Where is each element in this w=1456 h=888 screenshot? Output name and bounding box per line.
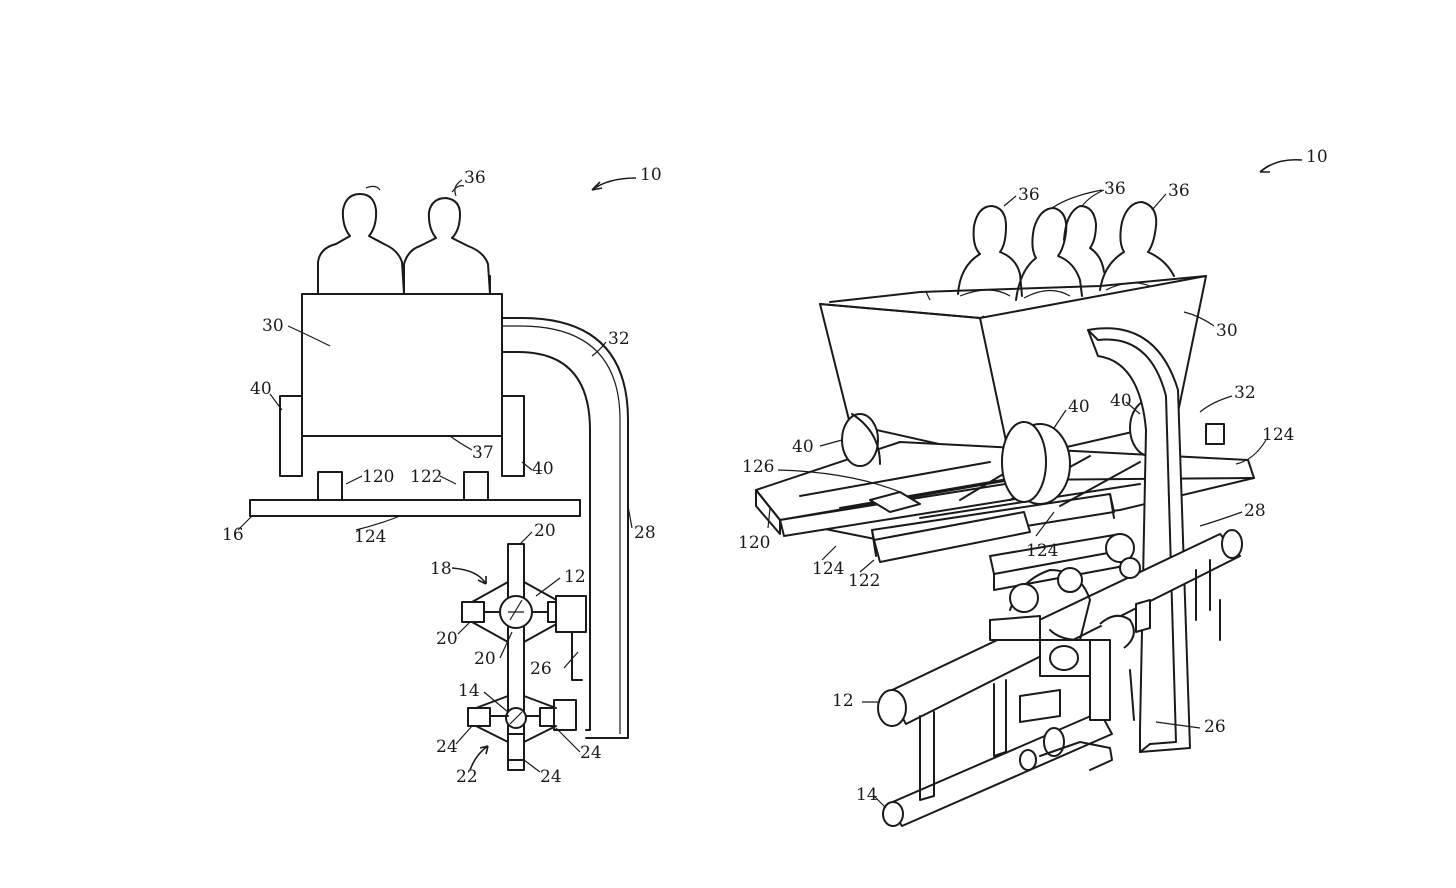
label-16-left: 16 [222,525,244,545]
label-18-left: 18 [430,559,452,579]
boom-arm-inner [501,351,591,731]
label-26-left: 26 [530,659,552,679]
label-122-right: 122 [848,571,880,591]
label-36-right-c: 36 [1168,181,1190,201]
label-37-left: 37 [472,443,494,463]
boom-arm-outer [501,317,629,739]
wheel-left [279,395,303,477]
wheel-right [501,395,525,477]
label-10-left: 10 [640,165,662,185]
label-24-left-a: 24 [436,737,458,757]
label-36-right-a: 36 [1018,185,1040,205]
label-36-right-b: 36 [1104,179,1126,199]
label-126-right: 126 [742,457,774,477]
perspective-view-figure: 10 36 36 36 30 32 40 40 40 124 126 28 12… [738,147,1328,827]
label-14-right: 14 [856,785,878,805]
label-24-left-b: 24 [580,743,602,763]
rail-122 [463,471,489,501]
label-30-right: 30 [1216,321,1238,341]
boom-arm-perspective [1087,327,1191,753]
platform [249,499,581,517]
label-40-left-a: 40 [250,379,272,399]
label-32-left: 32 [608,329,630,349]
label-124-right-top: 124 [1262,425,1294,445]
lower-track-and-bogies [877,529,1243,827]
label-124-left: 124 [354,527,386,547]
rider-silhouettes [317,185,491,295]
label-20-left-side: 20 [436,629,458,649]
label-124-right-b: 124 [1026,541,1058,561]
front-view-figure: 10 36 30 32 40 37 40 120 122 16 124 28 2… [222,165,662,787]
vehicle-body [301,293,503,437]
label-28-left: 28 [634,523,656,543]
label-120-left: 120 [362,467,394,487]
label-12-right: 12 [832,691,854,711]
label-120-right: 120 [738,533,770,553]
label-40-right-c: 40 [792,437,814,457]
label-28-right: 28 [1244,501,1266,521]
label-20-left-top: 20 [534,521,556,541]
label-36-left: 36 [464,168,486,188]
label-122-left: 122 [410,467,442,487]
track-deck [755,423,1255,591]
label-40-right-b: 40 [1110,391,1132,411]
label-32-right: 32 [1234,383,1256,403]
label-40-left-b: 40 [532,459,554,479]
label-40-right-a: 40 [1068,397,1090,417]
label-30-left: 30 [262,316,284,336]
label-20-left-mid: 20 [474,649,496,669]
label-22-left: 22 [456,767,478,787]
label-10-right: 10 [1306,147,1328,167]
rail-120 [317,471,343,501]
label-12-left: 12 [564,567,586,587]
rider-silhouettes-perspective [957,201,1175,301]
label-24-left-c: 24 [540,767,562,787]
label-14-left: 14 [458,681,480,701]
bogie-assembly [461,543,587,771]
label-124-right-a: 124 [812,559,844,579]
label-26-right: 26 [1204,717,1226,737]
